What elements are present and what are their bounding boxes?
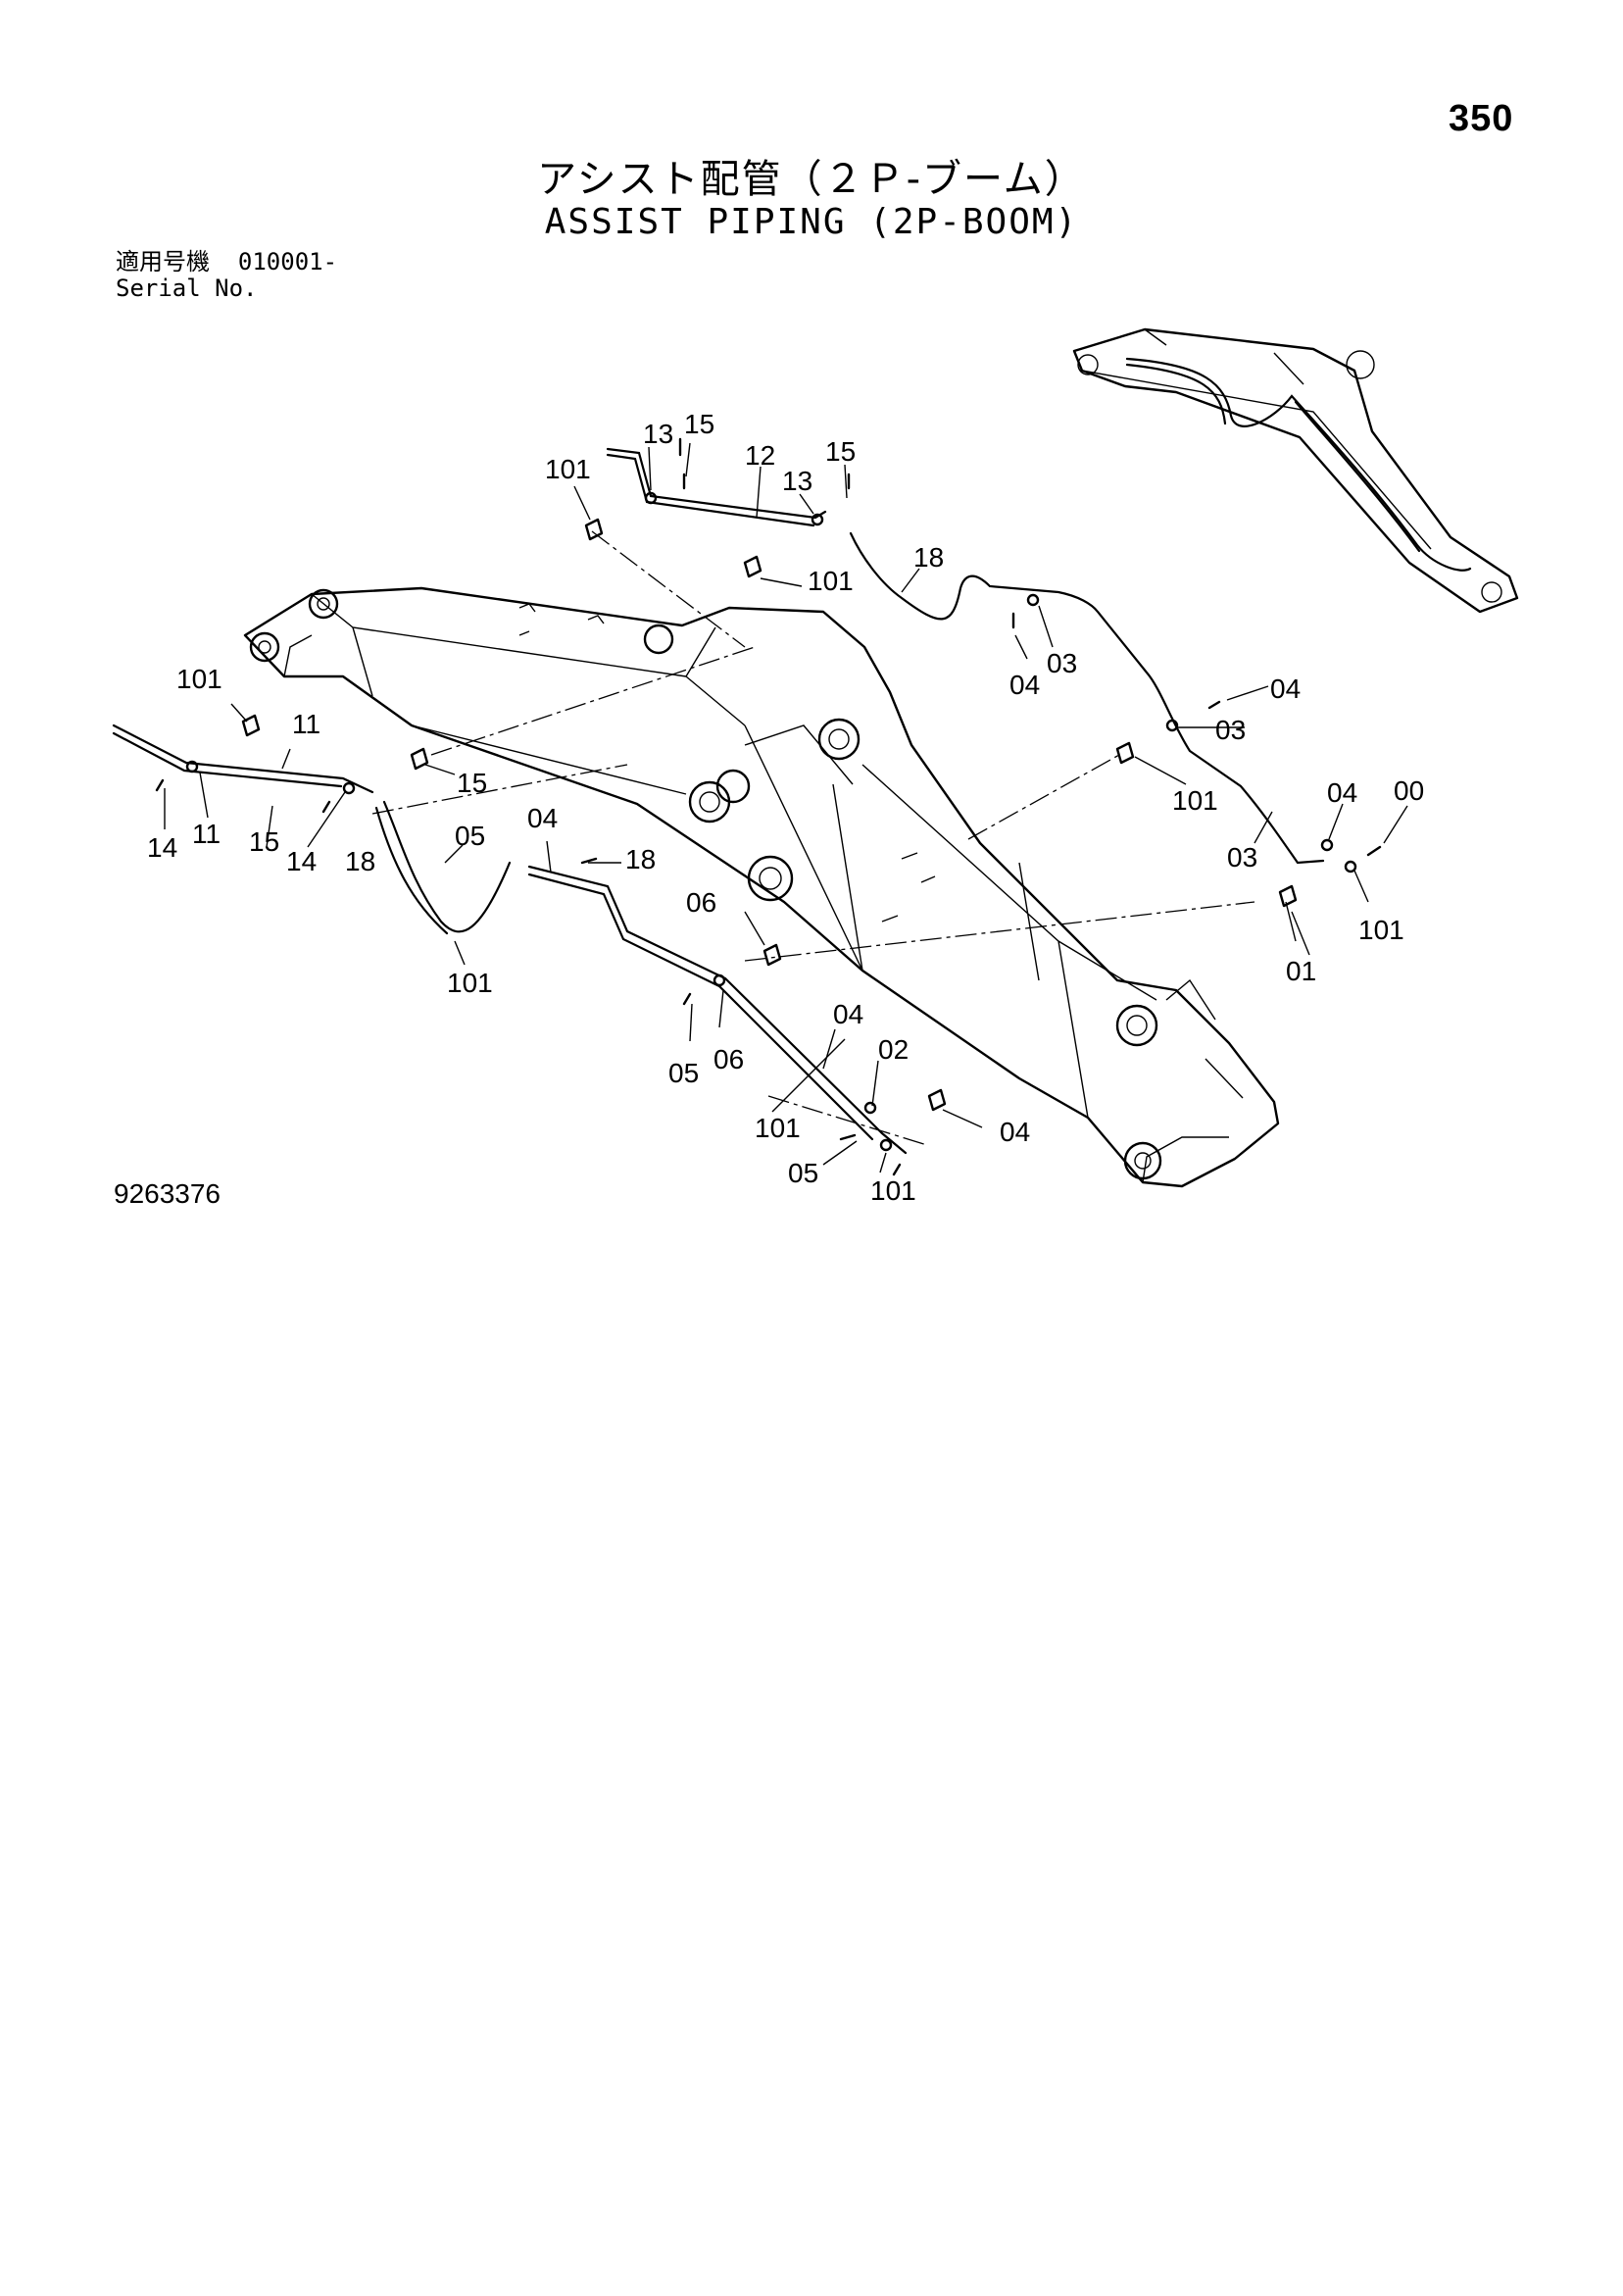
callout-label: 15 bbox=[457, 768, 487, 798]
callout-label: 101 bbox=[1358, 915, 1404, 945]
title-japanese: アシスト配管（２Ｐ-ブーム） bbox=[537, 157, 1086, 202]
boom-structure bbox=[243, 586, 1280, 1188]
callout-label: 14 bbox=[286, 846, 317, 876]
callout-label: 01 bbox=[1286, 956, 1316, 986]
leader-lines bbox=[164, 442, 1408, 1173]
callout-label: 15 bbox=[684, 409, 714, 439]
pipes-and-hoses bbox=[112, 447, 1325, 1155]
callout-label: 15 bbox=[249, 826, 279, 857]
title-english: ASSIST PIPING (2P-BOOM) bbox=[544, 202, 1079, 242]
callout-label: 04 bbox=[1009, 670, 1040, 700]
callout-label: 04 bbox=[1327, 777, 1357, 808]
clamps-and-fittings bbox=[155, 437, 1382, 1176]
callout-label: 11 bbox=[292, 709, 320, 739]
callout-label: 00 bbox=[1394, 775, 1424, 806]
callout-label: 101 bbox=[447, 968, 493, 998]
callout-label: 15 bbox=[825, 436, 856, 467]
serial-label-english: Serial No. bbox=[116, 275, 258, 302]
callout-label: 03 bbox=[1227, 842, 1257, 873]
callout-label: 03 bbox=[1215, 715, 1246, 745]
mount-centerlines bbox=[371, 530, 1255, 1146]
callout-label: 12 bbox=[745, 440, 775, 471]
callout-label: 06 bbox=[713, 1044, 744, 1074]
overview-thumbnail bbox=[1072, 327, 1519, 614]
callout-label: 05 bbox=[668, 1058, 699, 1088]
serial-value: 010001- bbox=[237, 248, 338, 275]
serial-label-japanese: 適用号機 bbox=[116, 248, 210, 275]
callout-label: 02 bbox=[878, 1034, 909, 1065]
callout-label: 05 bbox=[455, 821, 485, 851]
page-number: 350 bbox=[1449, 98, 1514, 139]
callout-label: 04 bbox=[527, 803, 558, 833]
callout-label: 14 bbox=[147, 832, 177, 863]
callout-label: 05 bbox=[788, 1158, 818, 1188]
callout-label: 04 bbox=[833, 999, 863, 1029]
callout-label: 18 bbox=[345, 846, 375, 876]
callout-labels: 101 13 15 12 13 15 18 101 04 03 04 03 10… bbox=[147, 409, 1424, 1206]
callout-label: 101 bbox=[755, 1113, 801, 1143]
callout-label: 101 bbox=[176, 664, 222, 694]
callout-label: 101 bbox=[808, 566, 854, 596]
callout-label: 11 bbox=[192, 819, 221, 849]
serial-block: 適用号機 010001- Serial No. bbox=[116, 249, 337, 302]
callout-label: 04 bbox=[1000, 1117, 1030, 1147]
callout-label: 13 bbox=[782, 466, 812, 496]
callout-label: 101 bbox=[870, 1175, 916, 1206]
callout-label: 101 bbox=[1172, 785, 1218, 816]
callout-label: 18 bbox=[913, 542, 944, 573]
callout-label: 13 bbox=[643, 419, 673, 449]
callout-label: 06 bbox=[686, 887, 716, 918]
callout-label: 03 bbox=[1047, 648, 1077, 678]
callout-label: 18 bbox=[625, 844, 656, 874]
callout-label: 04 bbox=[1270, 674, 1301, 704]
figure-number: 9263376 bbox=[114, 1178, 221, 1209]
callout-label: 101 bbox=[545, 454, 591, 484]
